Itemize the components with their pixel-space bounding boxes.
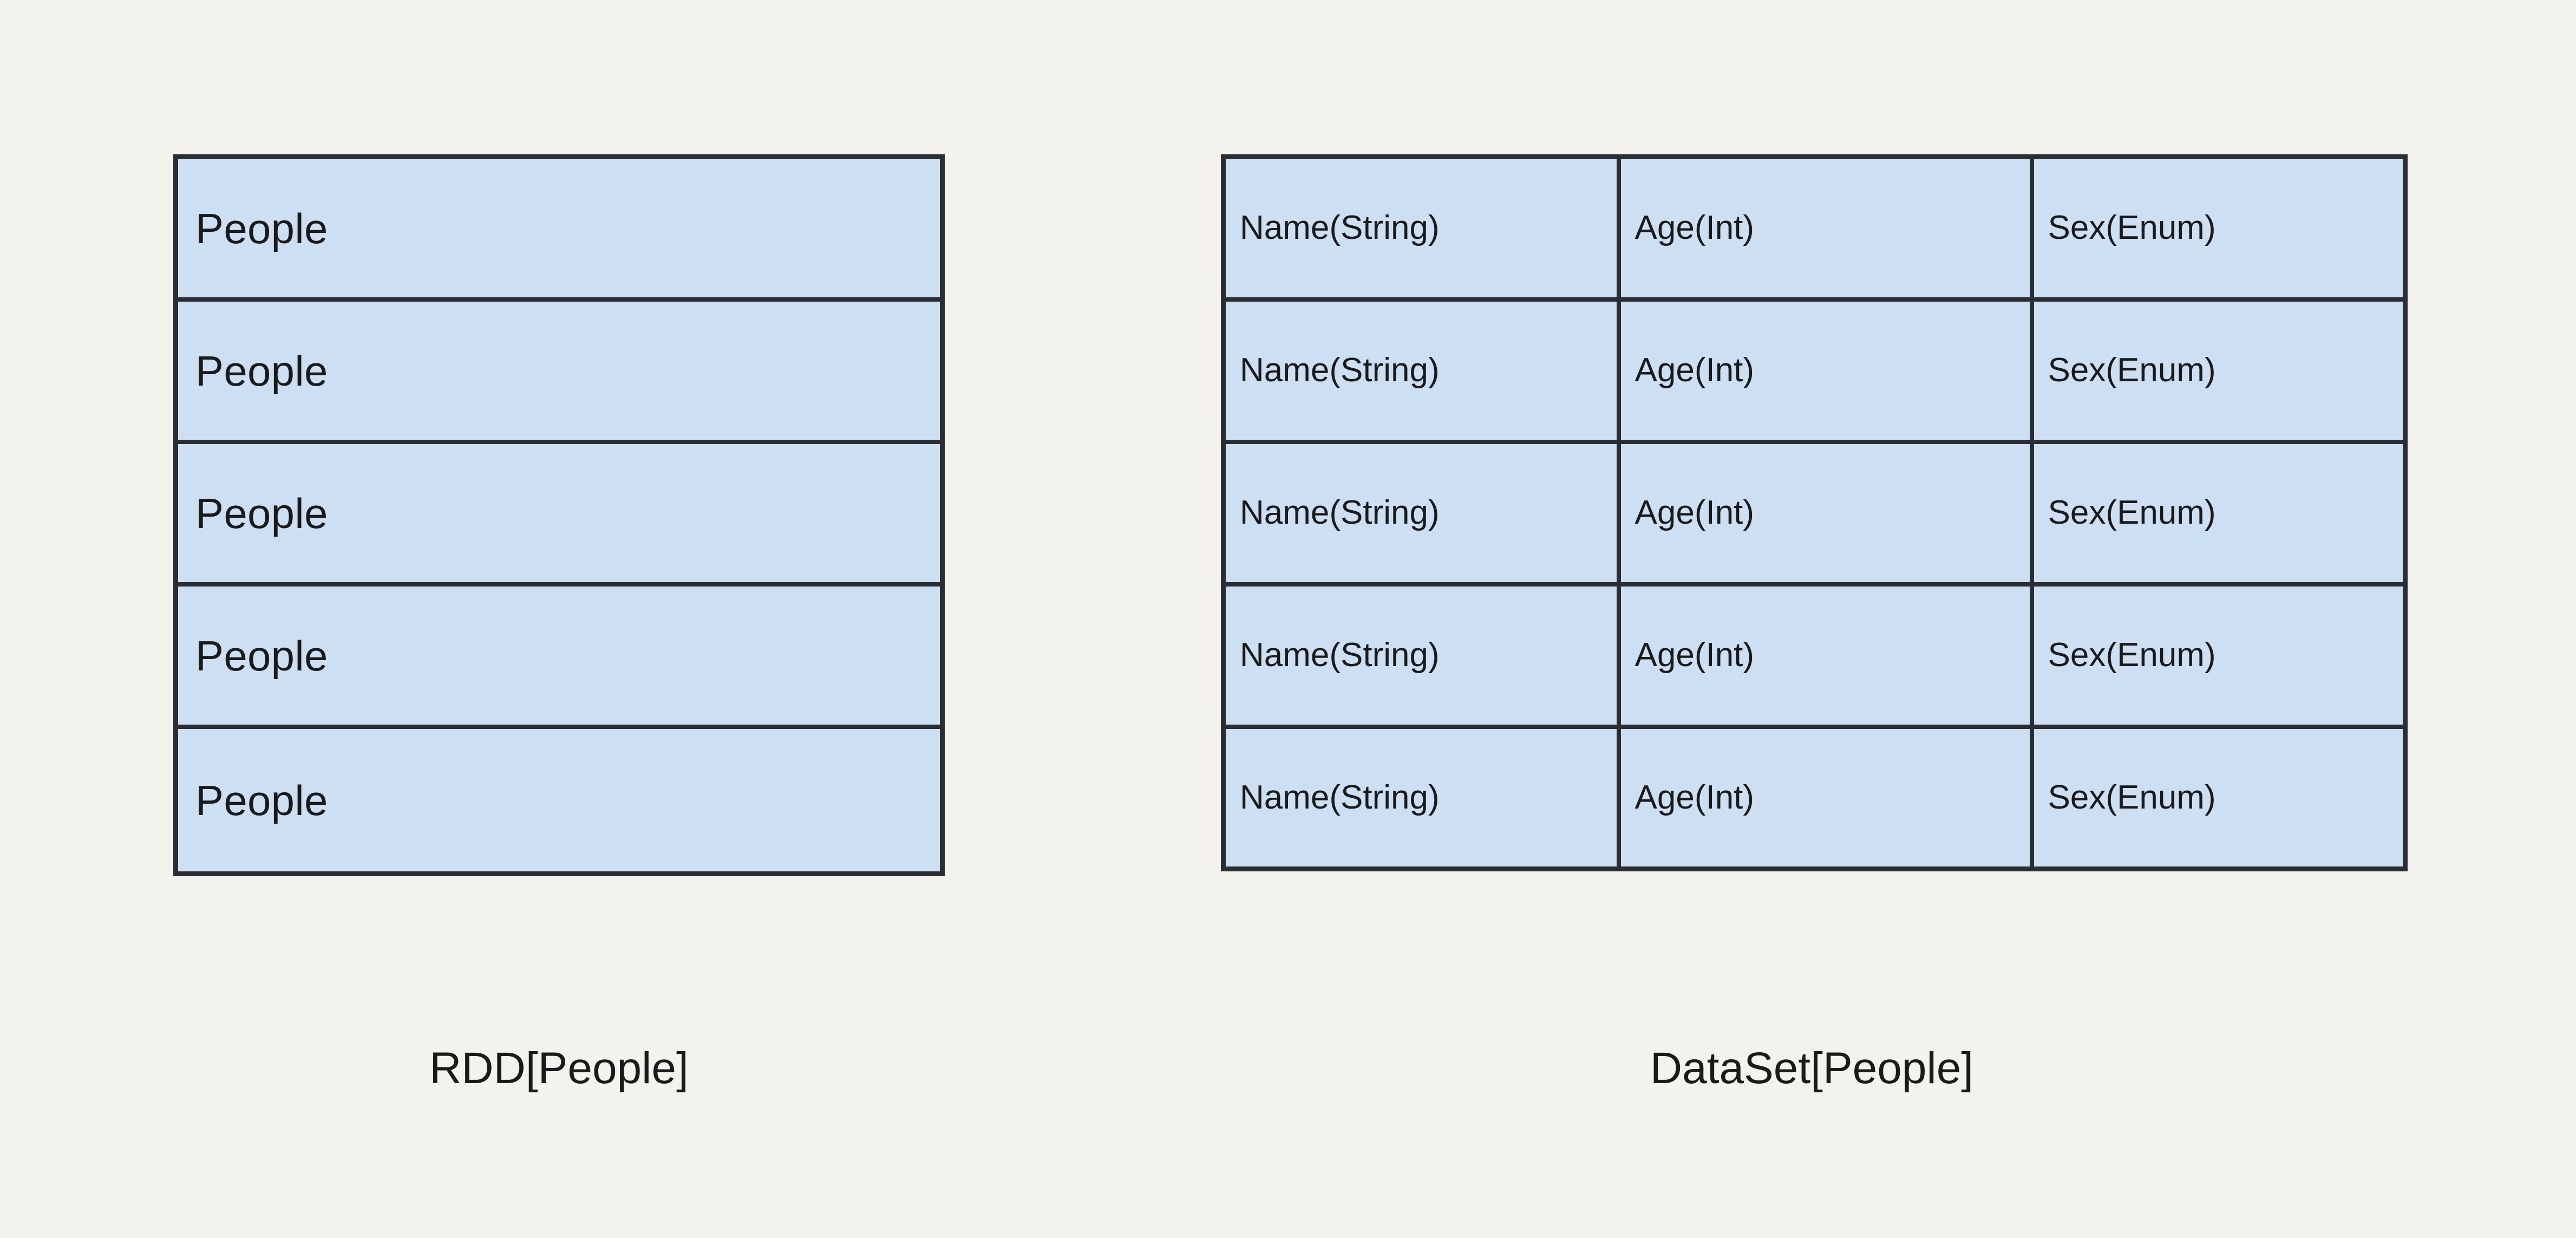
cell-name: Name(String) [1223, 726, 1621, 869]
table-row: Name(String) Age(Int) Sex(Enum) [1223, 157, 2405, 302]
rdd-row-label: People [195, 489, 328, 537]
dataset-figure: Name(String) Age(Int) Sex(Enum) Name(Str… [1221, 154, 2408, 871]
cell-age: Age(Int) [1618, 441, 2034, 587]
cell-sex: Sex(Enum) [2031, 157, 2405, 302]
rdd-row: People [178, 587, 940, 729]
rdd-row: People [178, 444, 940, 587]
cell-sex: Sex(Enum) [2031, 584, 2405, 729]
rdd-row-label: People [195, 776, 328, 824]
cell-age: Age(Int) [1618, 157, 2034, 302]
cell-age: Age(Int) [1618, 584, 2034, 729]
rdd-row-label: People [195, 204, 328, 252]
dataset-table: Name(String) Age(Int) Sex(Enum) Name(Str… [1221, 154, 2408, 871]
rdd-stack: People People People People People [173, 154, 945, 876]
cell-name: Name(String) [1223, 299, 1621, 444]
rdd-row: People [178, 729, 940, 871]
cell-age: Age(Int) [1618, 726, 2034, 869]
table-row: Name(String) Age(Int) Sex(Enum) [1223, 299, 2405, 444]
cell-name: Name(String) [1223, 157, 1621, 302]
cell-name: Name(String) [1223, 441, 1621, 587]
rdd-row-label: People [195, 631, 328, 680]
table-row: Name(String) Age(Int) Sex(Enum) [1223, 441, 2405, 587]
cell-name: Name(String) [1223, 584, 1621, 729]
rdd-row-label: People [195, 347, 328, 395]
cell-sex: Sex(Enum) [2031, 441, 2405, 587]
rdd-figure: People People People People People [173, 154, 945, 876]
cell-sex: Sex(Enum) [2031, 299, 2405, 444]
rdd-caption: RDD[People] [429, 1044, 689, 1093]
table-row: Name(String) Age(Int) Sex(Enum) [1223, 584, 2405, 729]
rdd-row: People [178, 159, 940, 302]
dataset-caption: DataSet[People] [1650, 1044, 1974, 1093]
cell-age: Age(Int) [1618, 299, 2034, 444]
rdd-row: People [178, 302, 940, 444]
table-row: Name(String) Age(Int) Sex(Enum) [1223, 726, 2405, 869]
cell-sex: Sex(Enum) [2031, 726, 2405, 869]
